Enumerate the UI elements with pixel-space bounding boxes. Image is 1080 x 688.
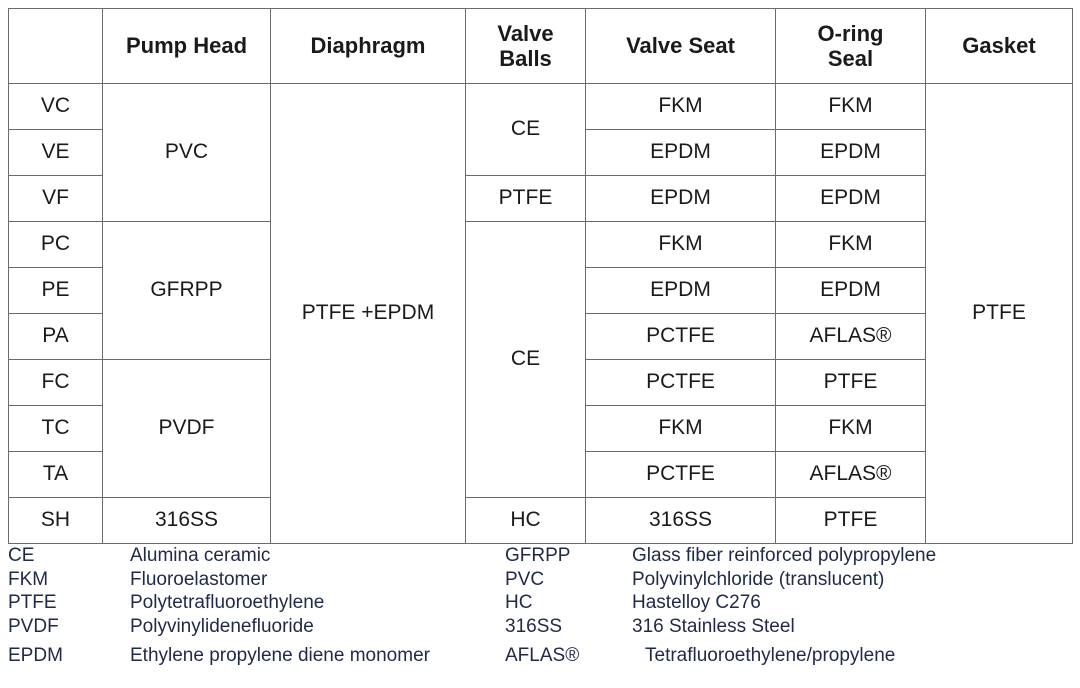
legend-item: PTFE Polytetrafluoroethylene xyxy=(8,591,488,615)
header-cell-empty xyxy=(8,8,103,84)
cell-valve-seat: PCTFE xyxy=(585,313,776,360)
cell-diaphragm: PTFE +EPDM xyxy=(270,83,466,544)
legend-abbreviation: HC xyxy=(505,592,533,613)
header-valve-balls-line1: Valve xyxy=(497,20,554,46)
header-oring-seal-line1: O-ring xyxy=(817,20,884,46)
cell-valve-seat: EPDM xyxy=(585,175,776,222)
cell-oring-seal: AFLAS® xyxy=(775,313,926,360)
cell-valve-seat: FKM xyxy=(585,221,776,268)
materials-table-container: Pump Head Diaphragm Valve Balls Valve Se… xyxy=(8,8,1073,544)
legend-item: AFLAS® Tetrafluoroethylene/propylene xyxy=(505,644,1075,668)
cell-valve-seat: EPDM xyxy=(585,129,776,176)
cell-model-code: VF xyxy=(8,175,103,222)
header-oring-seal-line2: Seal xyxy=(827,46,874,71)
cell-valve-seat: FKM xyxy=(585,405,776,452)
header-cell-oring-seal: O-ring Seal xyxy=(775,8,926,84)
legend-item: PVDF Polyvinylidenefluoride xyxy=(8,615,488,639)
cell-valve-seat: EPDM xyxy=(585,267,776,314)
cell-oring-seal: EPDM xyxy=(775,175,926,222)
cell-oring-seal: FKM xyxy=(775,405,926,452)
legend-description: Polyvinylchloride (translucent) xyxy=(632,568,885,590)
cell-gasket: PTFE xyxy=(925,83,1073,544)
legend-description: Hastelloy C276 xyxy=(632,592,761,613)
cell-model-code: VC xyxy=(8,83,103,130)
legend-abbreviation: EPDM xyxy=(8,645,63,666)
legend-description: Polyvinylidenefluoride xyxy=(130,615,314,637)
legend-item: PVC Polyvinylchloride (translucent) xyxy=(505,568,1075,592)
table-header: Pump Head Diaphragm Valve Balls Valve Se… xyxy=(8,8,1073,84)
legend-abbreviation: PVDF xyxy=(8,615,59,637)
header-cell-gasket: Gasket xyxy=(925,8,1073,84)
cell-valve-balls: CE xyxy=(465,221,586,498)
legend-item: GFRPP Glass fiber reinforced polypropylen… xyxy=(505,544,1075,568)
cell-model-code: PA xyxy=(8,313,103,360)
materials-table: Pump Head Diaphragm Valve Balls Valve Se… xyxy=(8,8,1073,544)
cell-pump-head: PVDF xyxy=(102,359,271,498)
legend-description: 316 Stainless Steel xyxy=(632,615,795,637)
table-header-row: Pump Head Diaphragm Valve Balls Valve Se… xyxy=(8,8,1073,84)
legend-item: CE Alumina ceramic xyxy=(8,544,488,568)
cell-oring-seal: AFLAS® xyxy=(775,451,926,498)
cell-model-code: PE xyxy=(8,267,103,314)
legend-description: Fluoroelastomer xyxy=(130,568,268,590)
header-valve-balls-line2: Balls xyxy=(499,46,552,71)
cell-model-code: TC xyxy=(8,405,103,452)
cell-valve-seat: FKM xyxy=(585,83,776,130)
legend-description: Tetrafluoroethylene/propylene xyxy=(645,645,896,666)
cell-model-code: FC xyxy=(8,359,103,406)
legend-abbreviation: 316SS xyxy=(505,615,563,637)
cell-valve-balls: PTFE xyxy=(465,175,586,222)
cell-model-code: PC xyxy=(8,221,103,268)
cell-model-code: TA xyxy=(8,451,103,498)
legend-item: EPDM Ethylene propylene diene monomer xyxy=(8,644,488,668)
cell-valve-seat: 316SS xyxy=(585,497,776,544)
legend-description: Glass fiber reinforced polypropylene xyxy=(632,545,937,566)
legend-abbreviation: FKM xyxy=(8,568,49,590)
cell-model-code: VE xyxy=(8,129,103,176)
legend-abbreviation: PTFE xyxy=(8,592,57,613)
legend-item: HC Hastelloy C276 xyxy=(505,591,1075,615)
header-cell-diaphragm: Diaphragm xyxy=(270,8,466,84)
legend-description: Alumina ceramic xyxy=(130,545,271,566)
legend-abbreviation: CE xyxy=(8,545,35,566)
legend-item: 316SS 316 Stainless Steel xyxy=(505,615,1075,639)
cell-pump-head: 316SS xyxy=(102,497,271,544)
cell-valve-balls: HC xyxy=(465,497,586,544)
header-cell-pump-head: Pump Head xyxy=(102,8,271,84)
cell-oring-seal: EPDM xyxy=(775,129,926,176)
cell-pump-head: PVC xyxy=(102,83,271,222)
cell-oring-seal: PTFE xyxy=(775,359,926,406)
legend-description: Polytetrafluoroethylene xyxy=(130,592,325,613)
cell-oring-seal: FKM xyxy=(775,83,926,130)
header-cell-valve-balls: Valve Balls xyxy=(465,8,586,84)
header-cell-valve-seat: Valve Seat xyxy=(585,8,776,84)
cell-oring-seal: PTFE xyxy=(775,497,926,544)
cell-oring-seal: FKM xyxy=(775,221,926,268)
cell-valve-seat: PCTFE xyxy=(585,451,776,498)
legend-abbreviation: AFLAS® xyxy=(505,645,580,666)
cell-valve-balls: CE xyxy=(465,83,586,176)
cell-model-code: SH xyxy=(8,497,103,544)
legend-item: FKM Fluoroelastomer xyxy=(8,568,488,592)
legend-description: Ethylene propylene diene monomer xyxy=(130,645,430,666)
legend-abbreviation: GFRPP xyxy=(505,545,571,566)
legend-column-right: GFRPP Glass fiber reinforced polypropylen… xyxy=(505,544,1075,668)
cell-pump-head: GFRPP xyxy=(102,221,271,360)
cell-oring-seal: EPDM xyxy=(775,267,926,314)
cell-valve-seat: PCTFE xyxy=(585,359,776,406)
legend-abbreviation: PVC xyxy=(505,568,545,590)
